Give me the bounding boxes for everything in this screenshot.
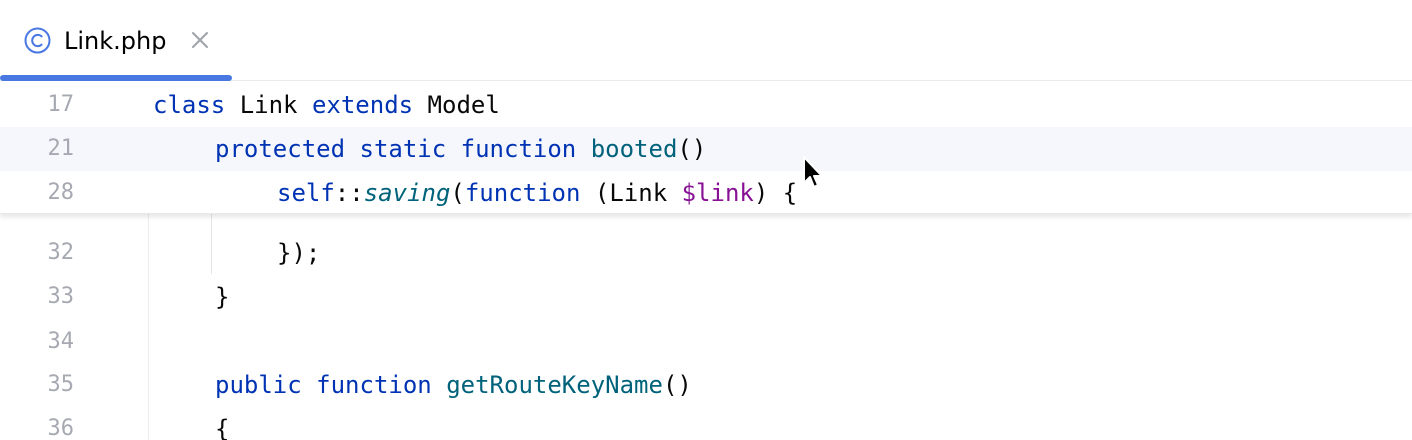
code-text: protected static function booted() [215, 135, 707, 163]
class-c-icon [24, 27, 51, 54]
sticky-line-highlighted[interactable]: 21 protected static function booted() [0, 127, 1412, 171]
code-text: self::saving(function (Link $link) { [277, 179, 798, 207]
line-number: 21 [47, 136, 75, 161]
editor-tab-bar: Link.php [0, 0, 1412, 81]
tab-filename: Link.php [64, 27, 167, 55]
code-line[interactable]: 32 }); [0, 231, 1412, 275]
code-text: public function getRouteKeyName() [215, 371, 692, 399]
code-line[interactable]: 36 { [0, 407, 1412, 440]
line-number: 28 [47, 180, 75, 205]
tab-link-php[interactable]: Link.php [0, 0, 232, 81]
code-text: } [215, 283, 230, 311]
indent-guide [148, 214, 149, 440]
indent-guide [211, 214, 212, 274]
code-text: class Link extends Model [153, 91, 500, 119]
sticky-line[interactable]: 28 self::saving(function (Link $link) { [0, 171, 1412, 215]
code-line[interactable]: 35 public function getRouteKeyName() [0, 363, 1412, 407]
line-number: 33 [47, 284, 75, 309]
line-number: 35 [47, 372, 75, 397]
sticky-line[interactable]: 17 class Link extends Model [0, 83, 1412, 127]
code-line[interactable]: 34 [0, 320, 1412, 364]
sticky-lines-panel[interactable]: 17 class Link extends Model 21 protected… [0, 81, 1412, 214]
line-number: 36 [47, 416, 75, 440]
code-text: { [215, 415, 230, 440]
line-number: 17 [47, 92, 75, 117]
line-number: 34 [47, 329, 75, 354]
code-line[interactable]: 33 } [0, 275, 1412, 319]
active-tab-indicator [0, 75, 232, 81]
mouse-pointer-icon [803, 156, 823, 188]
close-icon[interactable] [188, 27, 212, 53]
line-number: 32 [47, 240, 75, 265]
code-text: }); [277, 239, 321, 267]
